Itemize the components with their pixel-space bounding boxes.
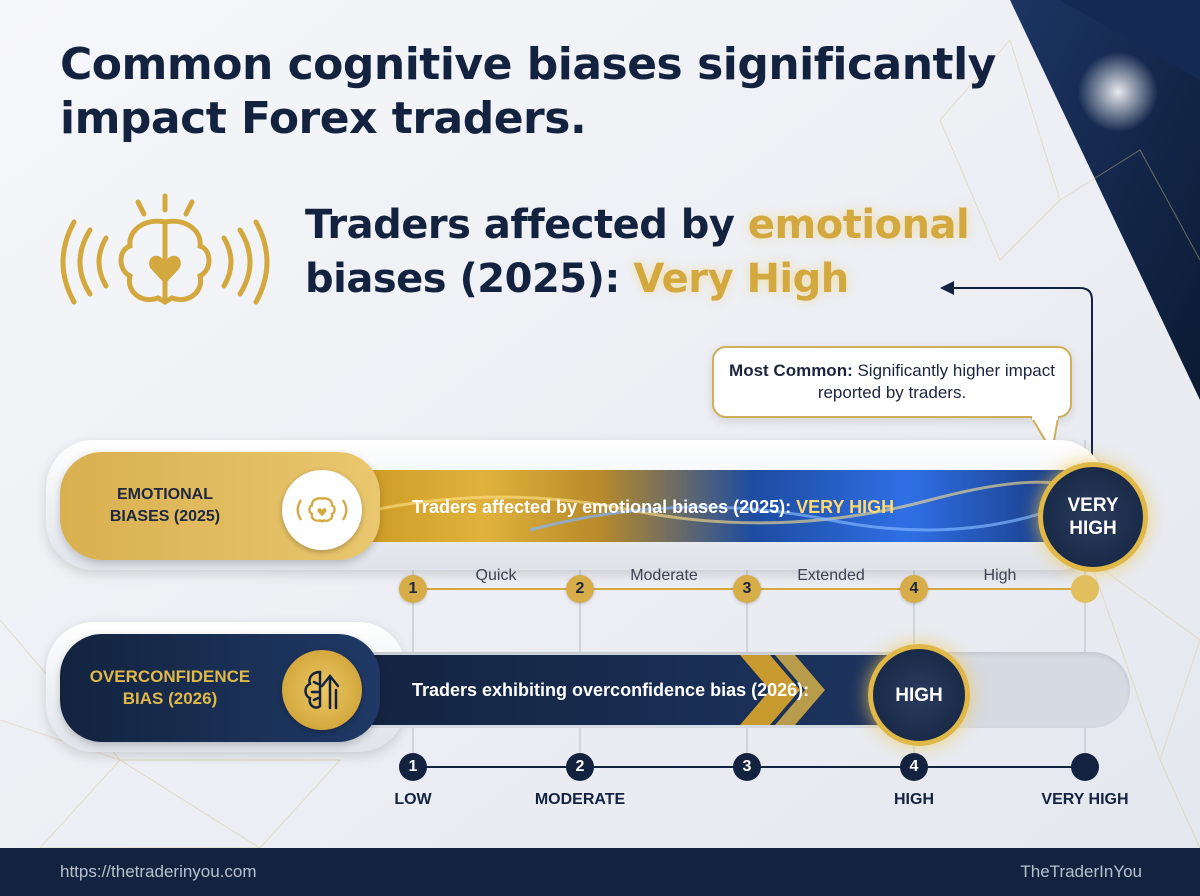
headline: Traders affected by emotional biases (20… xyxy=(305,198,1125,306)
footer-brand: TheTraderInYou xyxy=(1020,862,1142,881)
scale-end-dot xyxy=(1071,753,1099,781)
row-overconfidence-bar-text: Traders exhibiting overconfidence bias (… xyxy=(412,680,810,700)
headline-highlight: emotional xyxy=(747,202,970,248)
row-emotional-label: EMOTIONAL BIASES (2025) xyxy=(60,484,270,528)
scale-step-2: 2 xyxy=(566,753,594,781)
chevron-decoration xyxy=(740,655,825,725)
bar-text: Traders affected by emotional biases (20… xyxy=(412,497,797,517)
row-overconfidence-bar xyxy=(330,655,930,725)
scale-label-very-high: VERY HIGH xyxy=(1041,791,1129,808)
scale-step-1: 1 xyxy=(399,753,427,781)
scale-step-4: 4 xyxy=(900,753,928,781)
row-emotional-bar-text: Traders affected by emotional biases (20… xyxy=(412,497,894,518)
row-label-line: OVERCONFIDENCE xyxy=(89,667,251,686)
scale-label-high: HIGH xyxy=(894,791,934,808)
scale-step-3: 3 xyxy=(733,753,761,781)
scale-step-1: 1 xyxy=(399,575,427,603)
brain-heart-icon xyxy=(60,193,270,305)
brain-heart-icon xyxy=(296,497,348,523)
footer: https://thetraderinyou.com TheTraderInYo… xyxy=(0,848,1200,896)
badge-text: VERY xyxy=(1067,495,1119,516)
wave-decoration xyxy=(330,480,1100,532)
segment-label: Moderate xyxy=(630,567,698,584)
scale-label-low: LOW xyxy=(394,791,432,808)
row-label-line: BIASES (2025) xyxy=(109,508,221,525)
row-emotional-bar xyxy=(330,470,1100,542)
row-overconfidence-icon xyxy=(282,650,362,730)
row-emotional-icon xyxy=(282,470,362,550)
callout-title: Most Common: xyxy=(729,361,853,380)
page-title: Common cognitive biases significantly im… xyxy=(60,39,996,144)
row-label-line: BIAS (2026) xyxy=(122,689,218,708)
badge-text: HIGH xyxy=(1069,518,1117,539)
scale-step-3: 3 xyxy=(733,575,761,603)
headline-highlight: Very High xyxy=(633,256,849,302)
row-overconfidence-badge: HIGH xyxy=(868,644,970,746)
callout-box: Most Common: Significantly higher impact… xyxy=(712,346,1072,418)
segment-label: Quick xyxy=(475,567,517,584)
segment-label: High xyxy=(983,567,1017,584)
headline-part: Traders affected by xyxy=(305,202,748,248)
brain-arrow-up-icon xyxy=(304,670,340,710)
scale-end-dot xyxy=(1071,575,1099,603)
footer-url-link[interactable]: https://thetraderinyou.com xyxy=(60,862,257,881)
row-overconfidence-label: OVERCONFIDENCE BIAS (2026) xyxy=(60,666,280,710)
segment-label: Extended xyxy=(797,567,865,584)
scale-step-2: 2 xyxy=(566,575,594,603)
row-emotional-badge: VERY HIGH xyxy=(1038,462,1148,572)
headline-part: biases (2025): xyxy=(305,256,634,302)
scale-label-moderate: MODERATE xyxy=(534,791,626,808)
callout-text: Significantly higher impact reported by … xyxy=(817,361,1055,402)
scale-step-4: 4 xyxy=(900,575,928,603)
row-label-line: EMOTIONAL xyxy=(117,486,213,503)
bar-value: VERY HIGH xyxy=(796,497,895,517)
